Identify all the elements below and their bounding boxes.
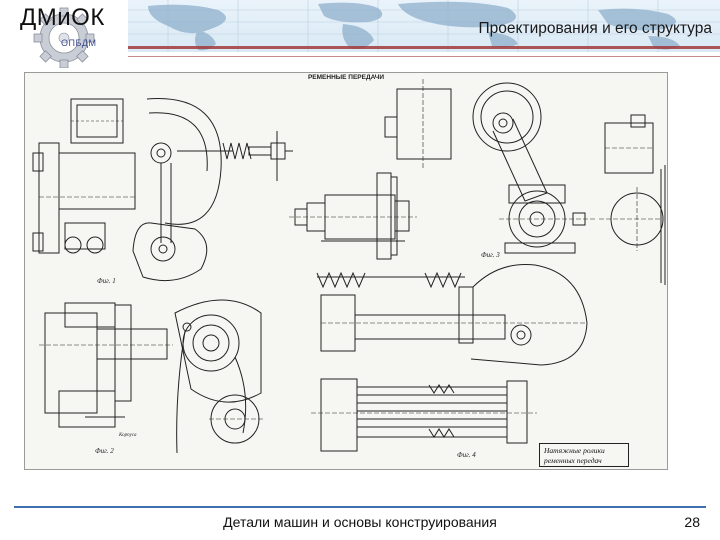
pointer-label: Корпуса [119,433,137,438]
world-map-background [128,0,720,52]
figure-label: Фиг. 1 [97,277,116,285]
page-title: Проектирования и его структура [478,20,712,37]
footer-divider [14,506,706,508]
figure-label: Фиг. 4 [457,451,476,459]
figure-label: Фиг. 3 [481,251,500,259]
page-number: 28 [684,514,700,530]
figure-label: Фиг. 2 [95,447,114,455]
caption-line: Натяжные ролики [544,446,605,455]
footer-course-title: Детали машин и основы конструирования [223,514,497,530]
engineering-drawing: РЕМЕННЫЕ ПЕРЕДАЧИ Фиг. 1 Фиг. 2 Фиг. 3 Ф… [24,72,668,470]
header-rule-thick [0,46,720,49]
header: ДМиОК ОПБДМ Проектирования и его структу… [0,0,720,68]
logo-subtext: ОПБДМ [61,38,97,48]
header-rule-thin [0,56,720,57]
caption-line: ременных передач [544,455,602,465]
drawing-heading: РЕМЕННЫЕ ПЕРЕДАЧИ [307,74,385,81]
logo: ДМиОК ОПБДМ [0,0,128,68]
drawing-caption-box: Натяжные ролики ременных передач [539,443,629,467]
logo-text: ДМиОК [20,4,105,31]
belt-drive-drawing-graphic [32,79,666,454]
gear-logo-icon [33,7,95,68]
